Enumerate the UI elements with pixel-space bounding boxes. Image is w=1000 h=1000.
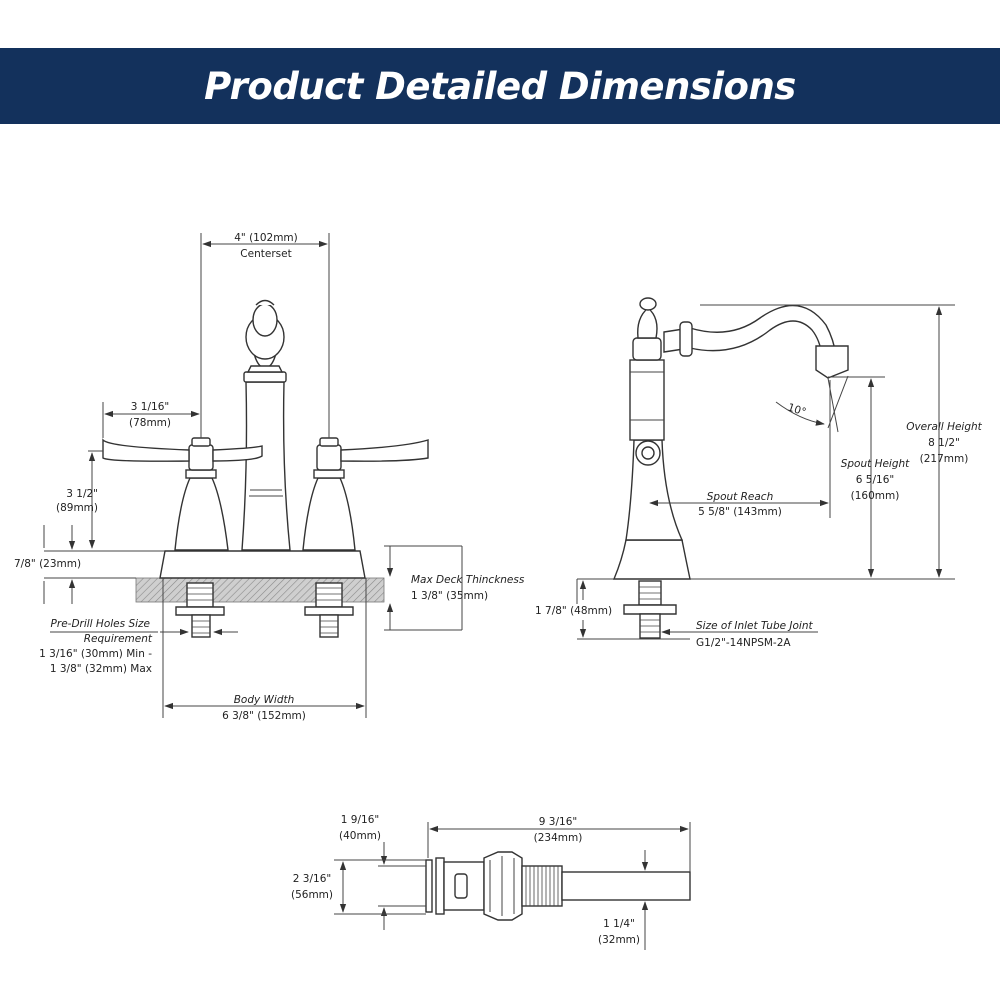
tail-dia-value: 1 1/4" bbox=[603, 918, 635, 930]
spout-reach-label: Spout Reach bbox=[707, 491, 773, 503]
faucet-base bbox=[159, 550, 366, 579]
side-base bbox=[612, 539, 691, 580]
flange-dia-value: 2 3/16" bbox=[293, 873, 331, 885]
drain-length-value: 9 3/16" bbox=[539, 816, 577, 828]
body-width-value: 6 3/8" (152mm) bbox=[222, 710, 306, 722]
inlet-joint-label: Size of Inlet Tube Joint bbox=[696, 620, 814, 632]
predrill-line-1: 1 3/16" (30mm) Min - bbox=[39, 648, 152, 660]
page-title: Product Detailed Dimensions bbox=[204, 64, 796, 108]
header-banner: Product Detailed Dimensions bbox=[0, 48, 1000, 124]
spout-reach-value: 5 5/8" (143mm) bbox=[698, 506, 782, 518]
body-width-label: Body Width bbox=[234, 694, 295, 706]
handle-reach-value: 3 1/16" bbox=[131, 401, 169, 413]
handle-reach-metric: (78mm) bbox=[129, 417, 171, 429]
deck-label: Max Deck Thinckness bbox=[411, 574, 525, 586]
spout-height-value: 6 5/16" bbox=[856, 474, 894, 486]
left-shank bbox=[175, 582, 225, 638]
drain-view: 1 9/16" (40mm) 2 3/16" (56mm) 9 3/16" (2… bbox=[291, 814, 691, 950]
front-view: 4" (102mm) Centerset 3 1/16" (78mm) 3 1/… bbox=[14, 232, 525, 722]
center-spout bbox=[241, 299, 291, 551]
centerset-label: Centerset bbox=[240, 248, 291, 260]
overall-height-metric: (217mm) bbox=[920, 453, 969, 465]
deck-value: 1 3/8" (35mm) bbox=[411, 590, 488, 602]
centerset-value: 4" (102mm) bbox=[234, 232, 298, 244]
overall-height-value: 8 1/2" bbox=[928, 437, 960, 449]
side-view: 10° Overall Height 8 1/2" (217mm) Spout … bbox=[535, 297, 983, 649]
drain-length-metric: (234mm) bbox=[534, 832, 583, 844]
spout-height-label: Spout Height bbox=[841, 458, 910, 470]
flange-height-value: 1 9/16" bbox=[341, 814, 379, 826]
overall-height-label: Overall Height bbox=[906, 421, 982, 433]
right-shank bbox=[304, 582, 354, 638]
predrill-label-1: Pre-Drill Holes Size bbox=[51, 618, 150, 630]
handle-height-value: 3 1/2" bbox=[66, 488, 98, 500]
inlet-joint-value: G1/2"-14NPSM-2A bbox=[696, 637, 791, 649]
left-handle bbox=[102, 437, 263, 551]
handle-height-metric: (89mm) bbox=[56, 502, 98, 514]
spout-height-metric: (160mm) bbox=[851, 490, 900, 502]
predrill-line-2: 1 3/8" (32mm) Max bbox=[50, 663, 152, 675]
tail-dia-metric: (32mm) bbox=[598, 934, 640, 946]
flange-dia-metric: (56mm) bbox=[291, 889, 333, 901]
spout-angle: 10° bbox=[786, 401, 807, 418]
predrill-label-2: Requirement bbox=[84, 633, 153, 645]
deck-slab bbox=[135, 577, 385, 603]
inlet-length-value: 1 7/8" (48mm) bbox=[535, 605, 612, 617]
flange-height-metric: (40mm) bbox=[339, 830, 381, 842]
base-height-value: 7/8" (23mm) bbox=[14, 558, 81, 570]
right-handle bbox=[302, 437, 429, 551]
